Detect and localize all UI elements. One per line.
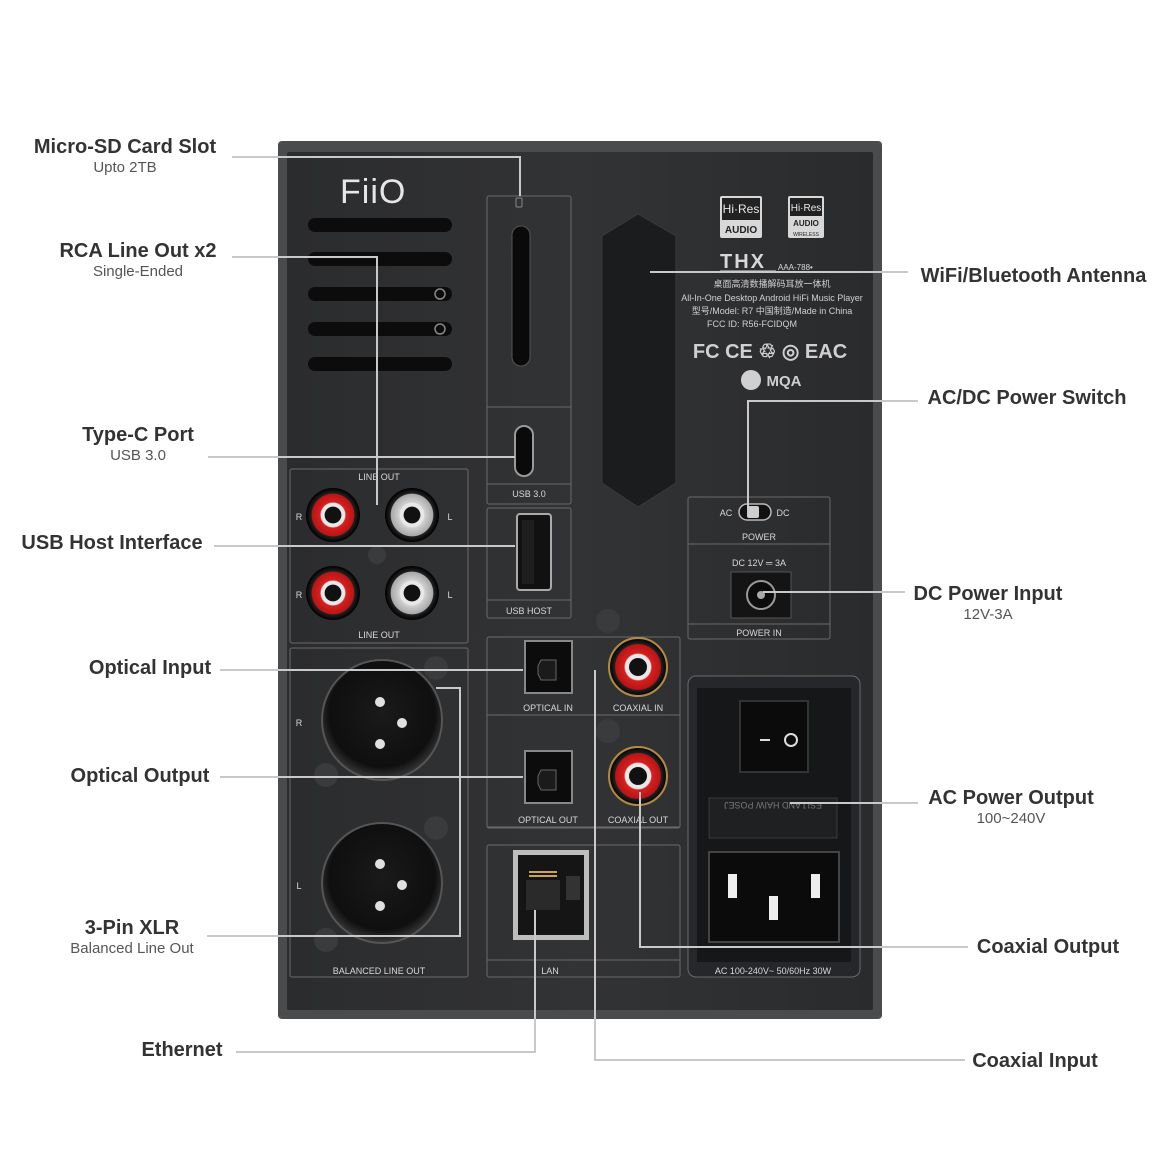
svg-text:Hi·Res: Hi·Res (791, 203, 822, 214)
typec-port[interactable] (514, 425, 534, 477)
fuse-drawer[interactable] (708, 797, 838, 839)
ac-power-rocker[interactable] (739, 700, 809, 773)
svg-text:POWER: POWER (742, 532, 777, 542)
power-switch-box (687, 496, 831, 640)
svg-text:All-In-One Desktop Android HiF: All-In-One Desktop Android HiFi Music Pl… (681, 293, 863, 303)
ethernet-port[interactable] (513, 850, 589, 940)
svg-text:AUDIO: AUDIO (725, 225, 757, 236)
optical-in-port[interactable] (524, 640, 573, 694)
svg-text:L: L (447, 590, 452, 600)
svg-text:OPTICAL OUT: OPTICAL OUT (518, 815, 578, 825)
antenna-cover[interactable] (601, 213, 677, 508)
lan-box (486, 844, 681, 978)
rca-out1-left[interactable] (385, 488, 439, 542)
svg-text:POWER IN: POWER IN (736, 628, 782, 638)
coaxial-in-jack[interactable] (608, 637, 668, 697)
svg-text:DC: DC (777, 508, 790, 518)
svg-text:桌面高清数播解码耳放一体机: 桌面高清数播解码耳放一体机 (713, 278, 830, 289)
svg-text:L: L (447, 512, 452, 522)
usb-host-box (486, 507, 572, 619)
callout-xlr: 3-Pin XLR Balanced Line Out (70, 917, 194, 957)
callout-ethernet: Ethernet (141, 1039, 223, 1061)
xlr-left-connector[interactable] (321, 822, 443, 944)
svg-text:R: R (296, 590, 303, 600)
microsd-mark (515, 197, 523, 208)
svg-text:AC: AC (720, 508, 733, 518)
svg-text:MQA: MQA (767, 373, 802, 390)
certification-block: Hi·Res AUDIO Hi·Res AUDIO WIRELESS THX A… (681, 196, 863, 390)
callout-optin: Optical Input (88, 657, 212, 679)
svg-text:FC CE ♲ ◎ EAC: FC CE ♲ ◎ EAC (693, 341, 847, 363)
svg-text:AUDIO: AUDIO (793, 219, 819, 228)
svg-text:COAXIAL OUT: COAXIAL OUT (608, 815, 669, 825)
xlr-right-connector[interactable] (321, 659, 443, 781)
svg-text:THX: THX (720, 251, 766, 273)
svg-text:COAXIAL IN: COAXIAL IN (613, 703, 663, 713)
svg-text:R: R (296, 718, 303, 728)
svg-text:型号/Model: R7 中国制造/Made in Ch: 型号/Model: R7 中国制造/Made in China (692, 305, 853, 316)
svg-text:LINE OUT: LINE OUT (358, 630, 400, 640)
svg-text:Hi·Res: Hi·Res (723, 202, 760, 216)
leader-lines (207, 156, 968, 1061)
brand-logo: FiiO (340, 173, 406, 211)
usb-host-label: USB HOST (506, 606, 553, 616)
svg-text:FCC ID: R56-FCIDQM: FCC ID: R56-FCIDQM (707, 319, 797, 329)
callout-usbhost: USB Host Interface (21, 532, 203, 554)
usb30-label: USB 3.0 (512, 489, 546, 499)
svg-text:R: R (296, 512, 303, 522)
svg-text:AAA-788•: AAA-788• (778, 263, 813, 272)
callout-antenna: WiFi/Bluetooth Antenna (920, 265, 1147, 287)
callout-acdc: AC/DC Power Switch (927, 387, 1127, 409)
svg-text:BALANCED LINE OUT: BALANCED LINE OUT (333, 966, 426, 976)
callout-acout: AC Power Output 100~240V (928, 787, 1094, 827)
callout-coaxout: Coaxial Output (976, 936, 1120, 958)
callout-dcin: DC Power Input 12V-3A (913, 583, 1063, 623)
svg-text:LINE OUT: LINE OUT (358, 472, 400, 482)
callout-microsd: Micro-SD Card Slot Upto 2TB (33, 136, 217, 176)
rca-box (289, 468, 469, 644)
callout-rca: RCA Line Out x2 Single-Ended (59, 240, 217, 280)
callout-coaxin: Coaxial Input (972, 1050, 1098, 1072)
optical-out-port[interactable] (524, 750, 573, 804)
callout-optout: Optical Output (70, 765, 210, 787)
vent-slots (308, 218, 452, 371)
svg-text:LAN: LAN (541, 966, 559, 976)
xlr-box (289, 647, 469, 978)
svg-text:OPTICAL IN: OPTICAL IN (523, 703, 573, 713)
ac-spec: AC 100-240V~ 50/60Hz 30W (715, 966, 832, 976)
svg-text:L: L (296, 881, 301, 891)
digital-io-box (486, 636, 681, 829)
rca-out2-right[interactable] (306, 566, 360, 620)
callout-typec: Type-C Port USB 3.0 (82, 424, 194, 464)
microsd-slot[interactable] (511, 225, 531, 367)
svg-text:WIRELESS: WIRELESS (793, 232, 820, 238)
svg-text:ESIJ AND HAIW POSEJ: ESIJ AND HAIW POSEJ (724, 800, 822, 810)
dc-spec: DC 12V ═ 3A (732, 558, 786, 568)
rca-out1-right[interactable] (306, 488, 360, 542)
rca-out2-left[interactable] (385, 566, 439, 620)
center-column-box (486, 195, 572, 505)
coaxial-out-jack[interactable] (608, 746, 668, 806)
